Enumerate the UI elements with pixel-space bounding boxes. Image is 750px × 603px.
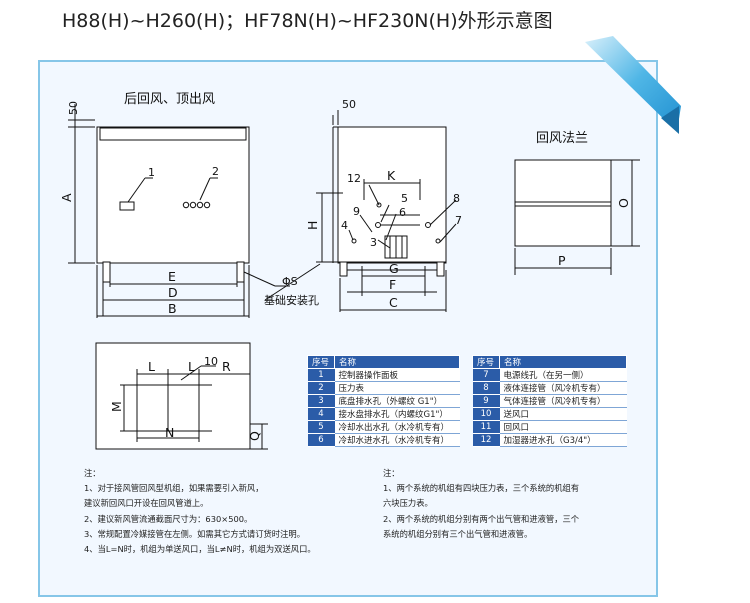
row-name: 气体连接管（风冷机专有）: [499, 394, 627, 408]
row-name: 送风口: [499, 407, 627, 421]
row-name: 底盘排水孔（外螺纹 G1"）: [334, 394, 460, 408]
note-line: 1、对于接风管回风型机组，如果需要引入新风，: [84, 483, 264, 494]
table-header-name: 名称: [499, 355, 627, 369]
callout-12: 12: [347, 172, 361, 185]
bottom-view: [95, 342, 268, 450]
front-view: [68, 104, 321, 318]
note-line: 建议新回风口开设在回风管道上。: [84, 498, 209, 509]
dim-Q: Q: [247, 431, 262, 441]
dim-M: M: [109, 401, 124, 412]
row-name: 控制器操作面板: [334, 368, 460, 382]
row-name: 加湿器进水孔（G3/4"）: [499, 433, 627, 447]
note-line: 1、两个系统的机组有四块压力表，三个系统的机组有: [383, 483, 580, 494]
front-view-caption: 后回风、顶出风: [124, 92, 215, 107]
dim-B: B: [168, 301, 177, 316]
dim-E: E: [168, 269, 176, 284]
corner-ribbon: [585, 36, 681, 134]
dim-phi-S: ΦS: [282, 275, 298, 288]
dim-H: H: [305, 221, 320, 230]
dim-N: N: [165, 425, 174, 440]
row-number: 7: [472, 368, 500, 382]
note-line: 注：: [84, 468, 101, 478]
callout-6: 6: [399, 206, 406, 219]
row-name: 电源线孔（在另一侧）: [499, 368, 627, 382]
callout-7: 7: [455, 214, 462, 227]
row-number: 8: [472, 381, 500, 395]
base-hole-label: 基础安装孔: [264, 293, 319, 307]
dim-K: K: [387, 168, 396, 183]
row-number: 4: [307, 407, 335, 421]
row-number: 12: [472, 433, 500, 447]
row-name: 接水盘排水孔（内螺纹G1"）: [334, 407, 460, 421]
note-line: 系统的机组分别有三个出气管和进液管。: [383, 528, 533, 539]
callout-1: 1: [148, 166, 155, 179]
note-line: 2、建议新风管流通截面尺寸为：630×500。: [84, 513, 253, 524]
flange-view-caption: 回风法兰: [536, 131, 588, 146]
callout-2: 2: [212, 165, 219, 178]
callout-10: 10: [204, 355, 218, 368]
table-header-no: 序号: [307, 355, 335, 369]
row-number: 2: [307, 381, 335, 395]
note-line: 4、当L=N时，机组为单送风口，当L≠N时，机组为双送风口。: [84, 543, 316, 554]
callout-4: 4: [341, 219, 348, 232]
row-number: 5: [307, 420, 335, 434]
dim-A: A: [59, 193, 74, 202]
row-name: 冷却水出水孔（水冷机专有）: [334, 420, 460, 434]
row-name: 冷却水进水孔（水冷机专有）: [334, 433, 460, 447]
row-number: 3: [307, 394, 335, 408]
dim-D: D: [168, 285, 178, 300]
row-number: 9: [472, 394, 500, 408]
row-name: 液体连接管（风冷机专有）: [499, 381, 627, 395]
row-name: 压力表: [334, 381, 460, 395]
dim-F: F: [389, 277, 396, 292]
dim-50-side: 50: [342, 98, 356, 111]
callout-8: 8: [453, 192, 460, 205]
flange-view: [514, 159, 640, 275]
dim-G: G: [389, 261, 399, 276]
callout-3: 3: [370, 236, 377, 249]
note-line: 3、常规配置冷媒接管在左侧。如需其它方式请订货时注明。: [84, 528, 305, 539]
note-line: 注：: [383, 468, 400, 478]
callout-9: 9: [353, 205, 360, 218]
row-name: 回风口: [499, 420, 627, 434]
dim-O: O: [616, 198, 631, 208]
row-number: 10: [472, 407, 500, 421]
side-view: [316, 110, 457, 312]
note-line: 六块压力表。: [383, 498, 433, 509]
dim-L-left: L: [148, 359, 155, 374]
dim-R: R: [222, 359, 231, 374]
callout-5: 5: [401, 192, 408, 205]
dim-L-right: L: [188, 359, 195, 374]
notes-left: 注： 1、对于接风管回风型机组，如果需要引入新风， 建议新回风口开设在回风管道上…: [84, 466, 316, 557]
dim-P: P: [558, 253, 566, 268]
note-line: 2、两个系统的机组分别有两个出气管和进液管，三个: [383, 513, 580, 524]
notes-right: 注： 1、两个系统的机组有四块压力表，三个系统的机组有 六块压力表。 2、两个系…: [383, 466, 579, 542]
dim-C: C: [389, 295, 398, 310]
row-number: 6: [307, 433, 335, 447]
page-title: H88(H)~H260(H)；HF78N(H)~HF230N(H)外形示意图: [62, 10, 553, 32]
table-header-no: 序号: [472, 355, 500, 369]
row-number: 1: [307, 368, 335, 382]
dim-50-front: 50: [67, 101, 80, 115]
row-number: 11: [472, 420, 500, 434]
table-header-name: 名称: [334, 355, 460, 369]
